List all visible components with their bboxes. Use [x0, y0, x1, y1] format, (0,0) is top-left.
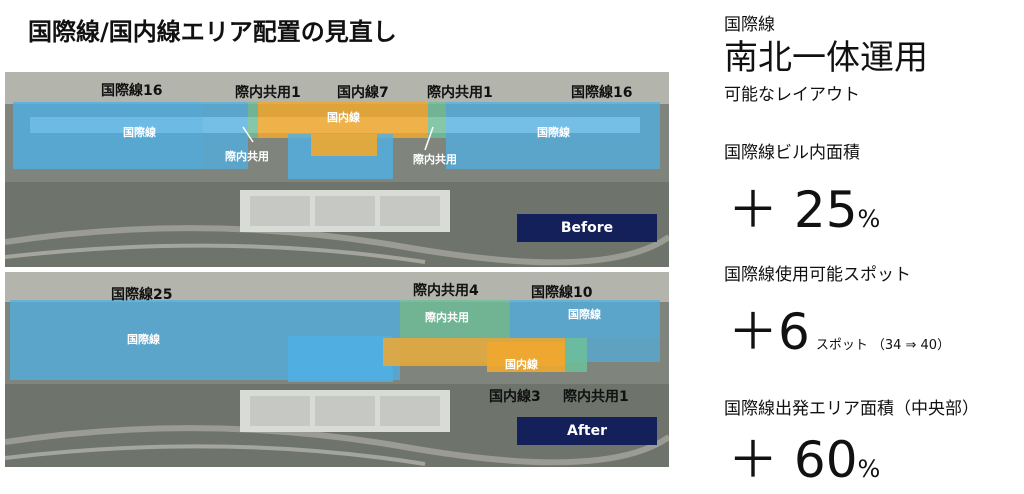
before-label-shared1-right: 際内共用1 [427, 85, 493, 101]
stat2-value: ＋ 25 [728, 181, 858, 239]
after-aerial-photo [5, 272, 669, 467]
after-badge: After [517, 417, 657, 445]
after-label-intl10: 国際線10 [531, 285, 593, 301]
before-intl-right-zone [446, 102, 660, 169]
before-zone-label-intl-right: 国際線 [537, 126, 570, 139]
after-label-intl25: 国際線25 [111, 287, 173, 303]
after-label-domestic3: 国内線3 [489, 389, 541, 405]
page-title: 国際線/国内線エリア配置の見直し [28, 18, 397, 46]
before-domestic-zone [258, 102, 428, 138]
after-intl-right-zone [510, 300, 660, 338]
stat2-label: 国際線ビル内面積 [724, 143, 860, 163]
after-zone-label-intl-right: 国際線 [568, 308, 601, 321]
stat3-value: ＋6 [728, 303, 810, 361]
after-map: 国際線25 際内共用4 国際線10 国際線 際内共用 国際線 国内線 国内線3 … [5, 272, 669, 467]
before-zone-label-domestic: 国内線 [327, 111, 360, 124]
before-label-intl16-left: 国際線16 [101, 83, 163, 99]
stat2-row: ＋ 25% [728, 170, 880, 242]
after-zone-label-intl-left: 国際線 [127, 333, 160, 346]
stat1-sub: 可能なレイアウト [724, 85, 860, 105]
before-label-domestic7: 国内線7 [337, 85, 389, 101]
after-label-shared1: 際内共用1 [563, 389, 629, 405]
stat4-unit: % [857, 455, 881, 483]
before-shared-left-zone [248, 102, 258, 138]
after-zone-label-shared: 際内共用 [425, 311, 469, 324]
after-label-shared4: 際内共用4 [413, 283, 479, 299]
stat2-unit: % [857, 205, 881, 233]
before-zone-label-shared-left: 際内共用 [225, 150, 269, 163]
after-zone-label-domestic: 国内線 [505, 358, 538, 371]
before-map: 国際線16 際内共用1 国内線7 際内共用1 国際線16 国際線 国内線 国際線… [5, 72, 669, 267]
after-shared-zone [400, 300, 510, 338]
stat4-value: ＋ 60 [728, 431, 858, 489]
before-intl-left-zone [13, 102, 248, 169]
before-label-shared1-left: 際内共用1 [235, 85, 301, 101]
before-label-intl16-right: 国際線16 [571, 85, 633, 101]
before-badge: Before [517, 214, 657, 242]
stat3-unit: スポット [815, 338, 868, 353]
before-aerial-photo [5, 72, 669, 267]
before-zone-label-shared-right: 際内共用 [413, 153, 457, 166]
stat4-row: ＋ 60% [728, 420, 880, 492]
before-zone-label-intl-left: 国際線 [123, 126, 156, 139]
stat3-label: 国際線使用可能スポット [724, 265, 911, 285]
stat1-label: 国際線 [724, 15, 775, 35]
stat1-value: 南北一体運用 [724, 38, 928, 78]
stat3-note: （34 ⇒ 40） [871, 338, 951, 353]
after-shared-bottom-zone [565, 338, 587, 372]
stat4-label: 国際線出発エリア面積（中央部） [724, 399, 979, 419]
stat3-row: ＋6 スポット（34 ⇒ 40） [728, 292, 950, 364]
